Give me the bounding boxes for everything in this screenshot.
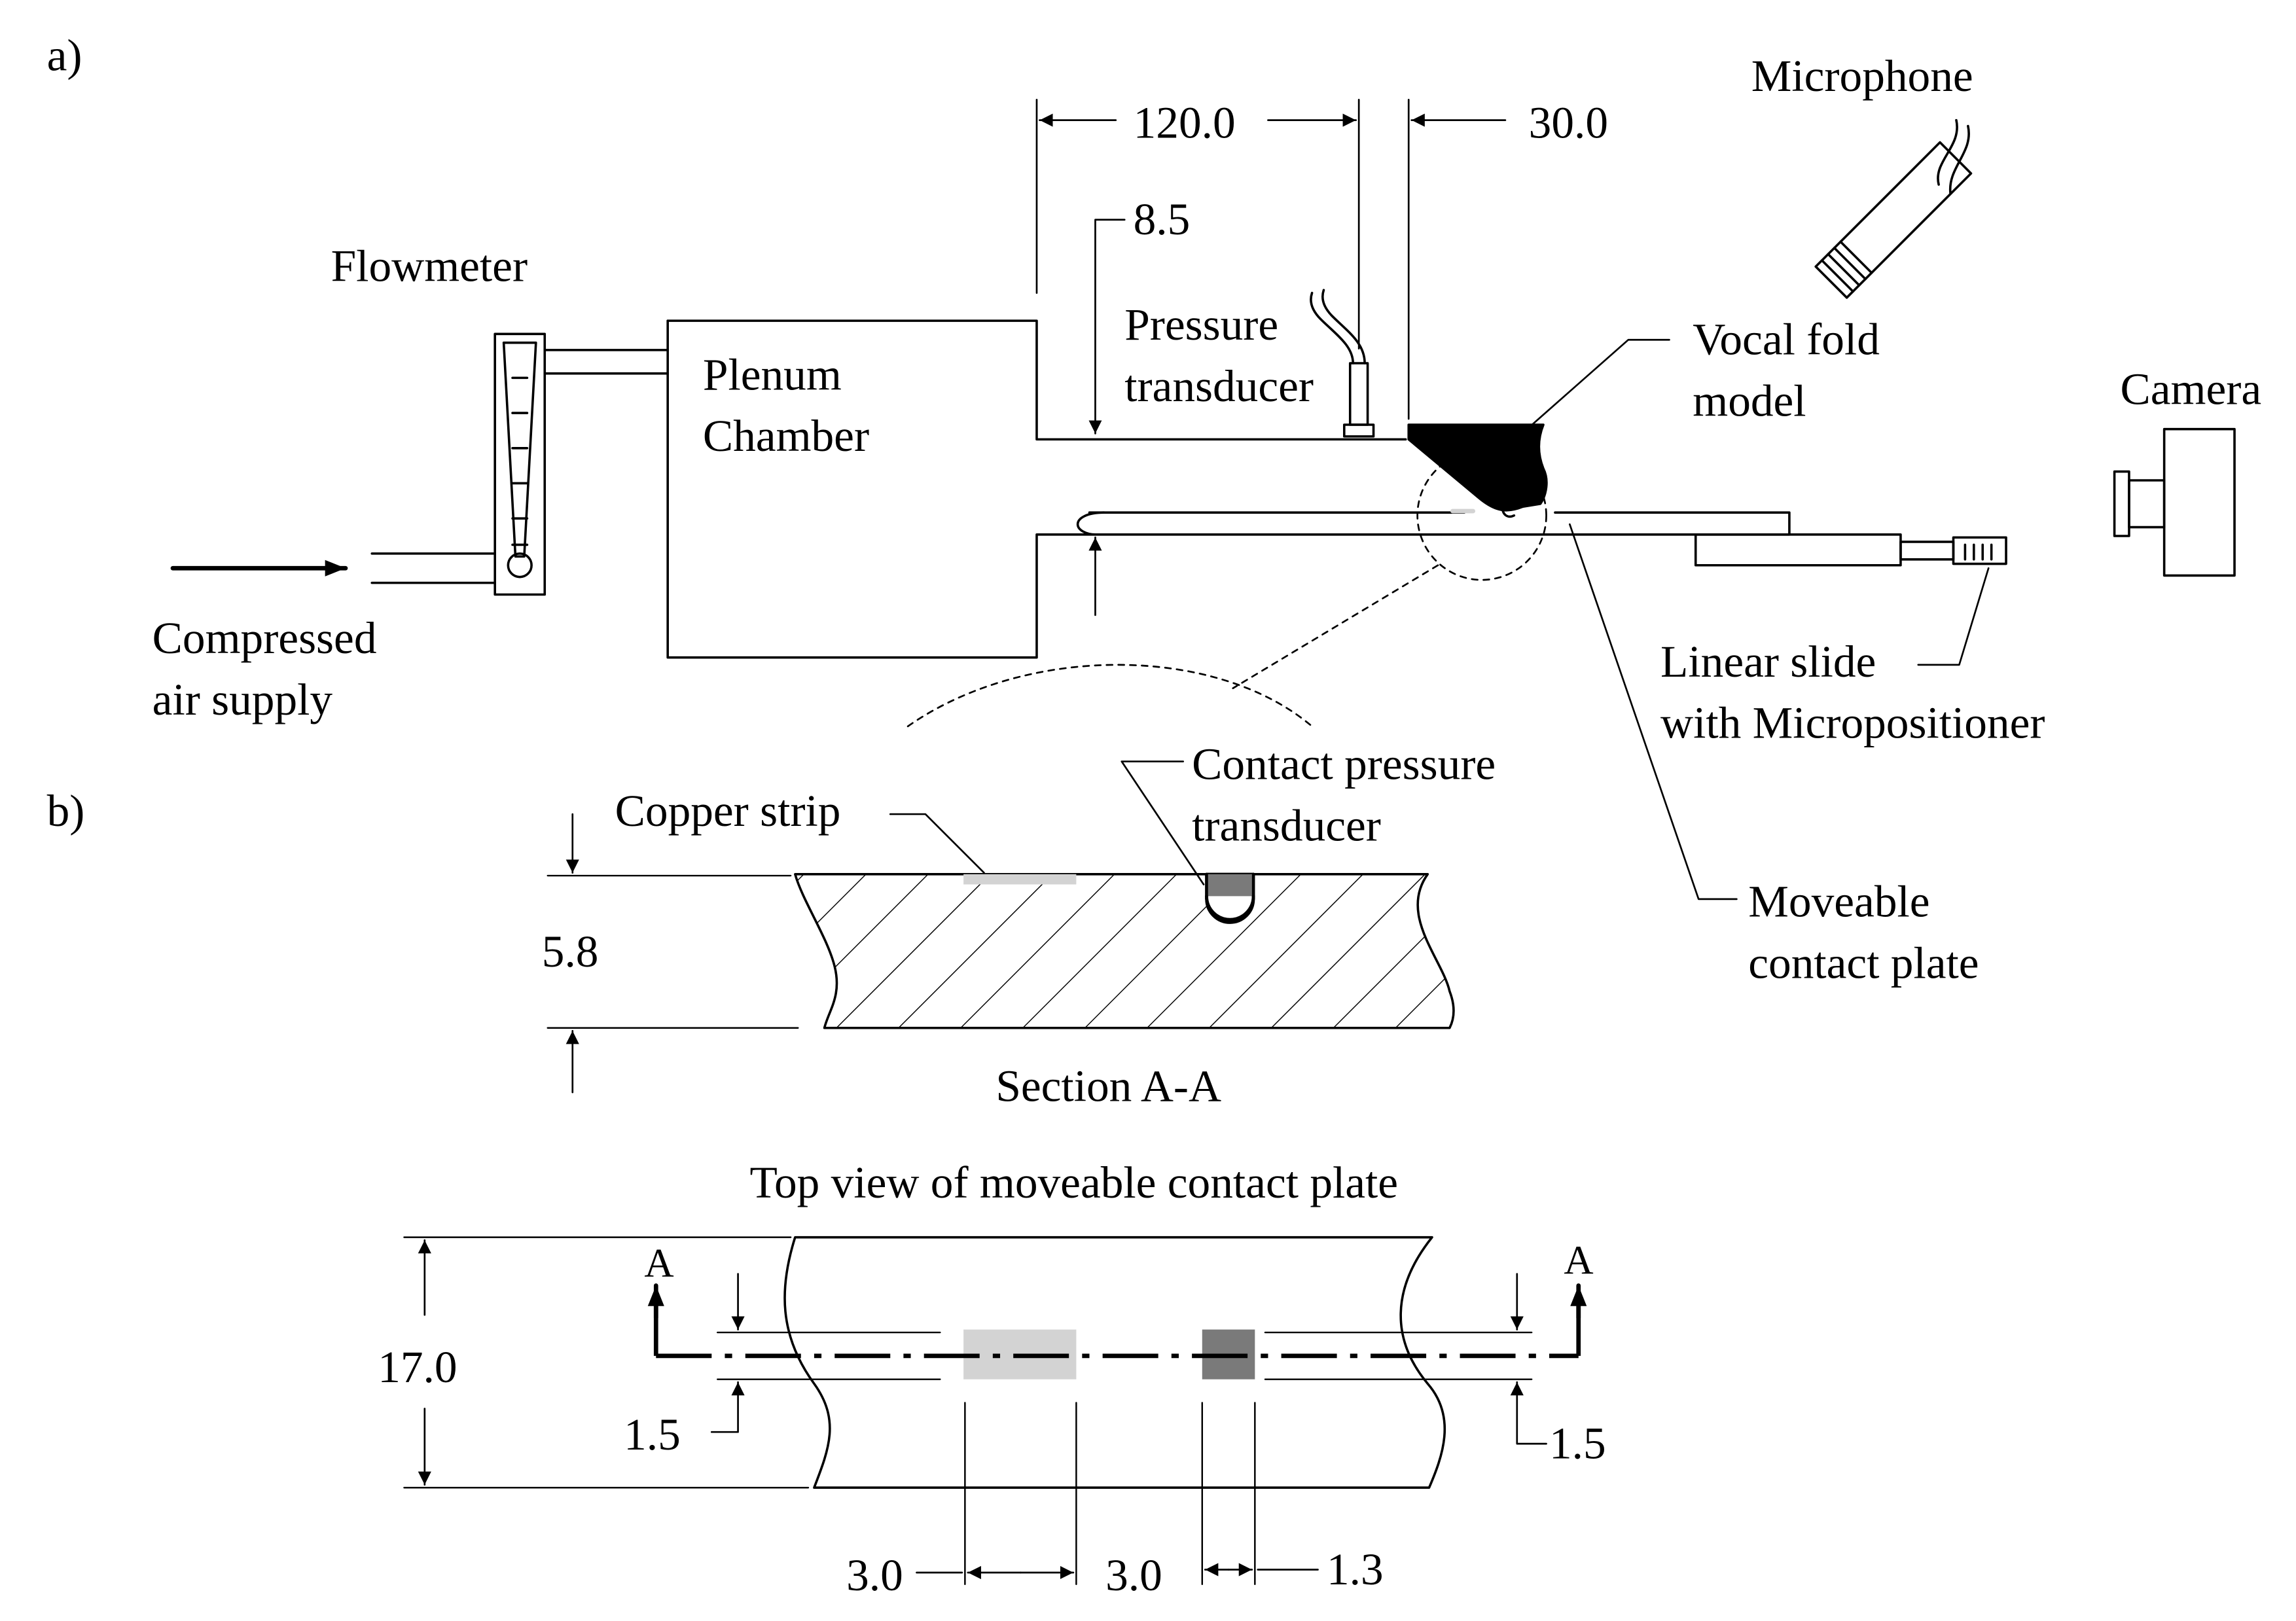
section-aa-caption: Section A-A — [996, 1061, 1221, 1112]
top-view-caption: Top view of moveable contact plate — [749, 1158, 1398, 1208]
microphone-label: Microphone — [1751, 51, 1973, 101]
panel-a-label: a) — [47, 31, 82, 81]
pressure-transducer-device — [1310, 289, 1375, 438]
flowmeter-label: Flowmeter — [331, 241, 528, 292]
pressure-transducer-label-line1: Pressure — [1124, 300, 1278, 350]
dim-1-3: 1.3 — [1327, 1544, 1384, 1595]
plenum-label-line2: Chamber — [703, 411, 869, 461]
dim-120: 120.0 — [1134, 98, 1236, 148]
camera-label: Camera — [2121, 365, 2262, 415]
linear-slide-label-line2: with Micropositioner — [1660, 698, 2045, 749]
linear-slide-label-line1: Linear slide — [1660, 637, 1876, 687]
compressed-label-line2: air supply — [152, 675, 333, 725]
copper-strip-section — [963, 874, 1077, 885]
dim-1-5-right: 1.5 — [1549, 1418, 1606, 1469]
dim-1-5-left: 1.5 — [624, 1410, 681, 1460]
microphone-device — [1814, 141, 1973, 299]
vocal-fold-model — [1407, 423, 1548, 512]
dim-17: 17.0 — [378, 1342, 457, 1393]
top-view-plate-drawing — [783, 1236, 1446, 1489]
flowmeter-device — [493, 332, 547, 596]
camera-device — [2113, 427, 2236, 577]
vocal-fold-label-line2: model — [1693, 376, 1806, 427]
moveable-plate-label-line1: Moveable — [1748, 877, 1929, 927]
panel-b-label: b) — [47, 786, 85, 836]
plenum-chamber — [666, 319, 1791, 659]
contact-transducer-section — [1205, 872, 1255, 924]
vocal-fold-label-line1: Vocal fold — [1693, 315, 1880, 365]
moveable-plate-label-line2: contact plate — [1748, 938, 1979, 989]
dim-3-0-left: 3.0 — [846, 1550, 903, 1601]
section-mark-right: A — [1564, 1238, 1593, 1283]
contact-transducer-label-line1: Contact pressure — [1192, 739, 1496, 789]
compressed-label-line1: Compressed — [152, 613, 377, 664]
copper-strip-label: Copper strip — [615, 786, 841, 836]
dim-30: 30.0 — [1529, 98, 1608, 148]
pressure-transducer-label-line2: transducer — [1124, 361, 1314, 412]
contact-transducer-label-line2: transducer — [1192, 800, 1381, 851]
section-a-a-drawing — [794, 873, 1455, 1029]
dim-8-5: 8.5 — [1134, 194, 1191, 245]
dim-3-0-right: 3.0 — [1105, 1550, 1162, 1601]
linear-slide-device — [1694, 533, 2007, 567]
dim-5-8: 5.8 — [542, 927, 599, 977]
section-mark-left: A — [644, 1240, 673, 1286]
plenum-label-line1: Plenum — [703, 349, 842, 400]
